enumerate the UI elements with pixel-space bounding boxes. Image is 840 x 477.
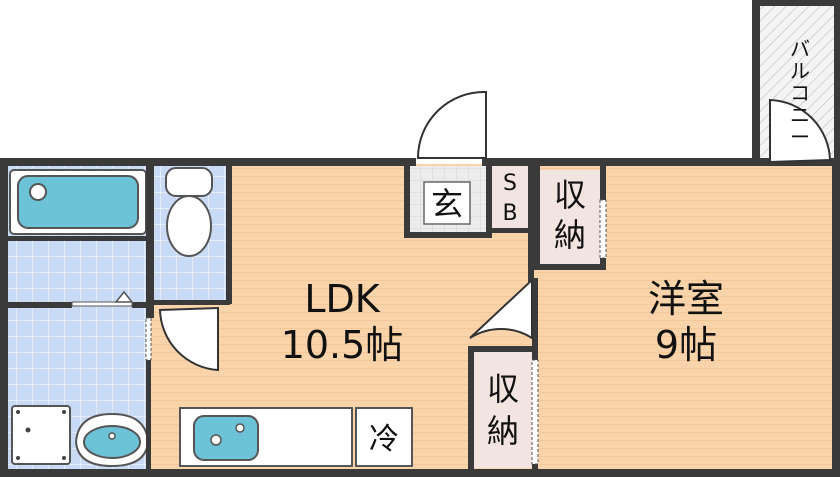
entrance-label-box xyxy=(423,181,471,225)
ldk-room-size: 10.5帖 xyxy=(281,323,404,367)
toilet-tank xyxy=(165,167,213,197)
kitchen-sink-drain xyxy=(210,434,222,446)
entrance-door[interactable] xyxy=(416,90,487,159)
closet-lower-door-slats xyxy=(531,359,539,465)
wash-basin-bowl xyxy=(83,425,141,459)
balcony-label-2: ル xyxy=(790,59,810,83)
toilet-bowl xyxy=(166,195,212,257)
kitchen-sink xyxy=(193,415,259,461)
balcony-label-1: バ xyxy=(790,37,810,61)
bathtub-basin xyxy=(17,175,139,229)
washer-corner-2 xyxy=(62,410,66,414)
bathroom-opening xyxy=(71,301,133,307)
shoe-box-label-s: S xyxy=(503,171,517,196)
balcony-label-4: ニ xyxy=(790,103,810,127)
wash-basin-drain xyxy=(108,432,116,440)
ldk-room-name: LDK xyxy=(304,277,380,321)
washroom-door-slats xyxy=(145,317,152,361)
closet-upper-door-slats xyxy=(599,199,607,259)
washer-drain xyxy=(25,427,31,433)
balcony-door[interactable] xyxy=(769,98,832,164)
closet-upper-label-1: 収 xyxy=(554,176,586,214)
shoe-box-label-b: B xyxy=(502,201,517,226)
western-room-door[interactable] xyxy=(469,277,533,340)
bathtub-drain xyxy=(29,183,47,201)
washer-corner-3 xyxy=(16,456,20,460)
balcony-label-5: ー xyxy=(790,125,810,149)
western-room-name: 洋室 xyxy=(648,277,724,321)
fridge-label: 冷 xyxy=(369,422,399,457)
closet-upper-label-2: 納 xyxy=(554,216,586,254)
western-room-size: 9帖 xyxy=(655,323,717,367)
closet-lower-area xyxy=(474,352,532,468)
kitchen-faucet xyxy=(235,423,245,433)
toilet-door[interactable] xyxy=(158,306,219,372)
closet-lower-label-1: 収 xyxy=(487,370,519,408)
entrance-label: 玄 xyxy=(431,185,463,223)
washer-corner-1 xyxy=(16,410,20,414)
balcony-label-3: コ xyxy=(790,81,810,105)
fridge-space xyxy=(355,407,413,467)
shoe-box-area xyxy=(490,166,530,230)
bathroom-step-marker xyxy=(114,290,134,303)
closet-upper-area xyxy=(540,170,602,266)
washer-pan xyxy=(11,405,71,465)
closet-lower-label-2: 納 xyxy=(487,412,519,450)
washer-corner-4 xyxy=(62,456,66,460)
